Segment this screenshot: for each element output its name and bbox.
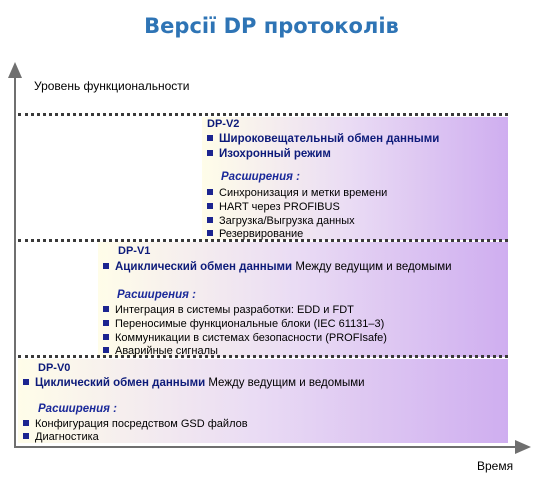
x-axis-arrow xyxy=(515,440,531,454)
bullet-icon xyxy=(207,230,213,236)
bullet-icon xyxy=(207,217,213,223)
bullet-icon xyxy=(103,306,109,312)
list-item: Резервирование xyxy=(207,228,303,241)
level-divider-dp-v0 xyxy=(18,355,508,358)
level-divider-dp-v2 xyxy=(18,113,508,116)
list-item: Широковещательный обмен данными xyxy=(207,132,439,146)
bullet-icon xyxy=(103,263,109,269)
level-band-dp-v2 xyxy=(202,117,508,240)
bullet-icon xyxy=(103,320,109,326)
level-band-dp-v1 xyxy=(98,242,508,357)
level-name-dp-v1: DP-V1 xyxy=(118,245,151,257)
extensions-heading: Расширения : xyxy=(38,403,117,415)
list-item: Изохронный режим xyxy=(207,147,331,161)
list-item: Синхронизация и метки времени xyxy=(207,187,387,200)
list-item: Циклический обмен данными Между ведущим … xyxy=(23,376,365,390)
bullet-icon xyxy=(23,379,29,385)
level-name-dp-v0: DP-V0 xyxy=(38,362,71,374)
level-band-dp-v0 xyxy=(18,359,508,443)
page-title: Версії DP протоколів xyxy=(144,14,399,38)
y-axis-arrow xyxy=(8,62,22,78)
list-item: Ациклический обмен данными Между ведущим… xyxy=(103,260,452,274)
list-item: HART через PROFIBUS xyxy=(207,201,340,214)
list-item: Конфигурация посредством GSD файлов xyxy=(23,418,248,431)
list-item: Переносимые функциональные блоки (IEC 61… xyxy=(103,318,384,331)
bullet-icon xyxy=(103,347,109,353)
bullet-icon xyxy=(207,189,213,195)
x-axis-label: Время xyxy=(477,459,514,473)
list-item: Аварийные сигналы xyxy=(103,345,218,358)
y-axis-label: Уровень функциональности xyxy=(34,79,190,93)
list-item: Коммуникации в системах безопасности (PR… xyxy=(103,332,387,345)
level-divider-dp-v1 xyxy=(18,239,508,242)
list-item: Загрузка/Выгрузка данных xyxy=(207,215,355,228)
list-item: Интеграция в системы разработки: EDD и F… xyxy=(103,304,354,317)
bullet-icon xyxy=(207,203,213,209)
list-item: Диагностика xyxy=(23,431,99,444)
level-name-dp-v2: DP-V2 xyxy=(207,118,240,130)
bullet-icon xyxy=(23,433,29,439)
bullet-icon xyxy=(207,135,213,141)
extensions-heading: Расширения : xyxy=(221,171,300,183)
bullet-icon xyxy=(207,150,213,156)
extensions-heading: Расширения : xyxy=(117,289,196,301)
bullet-icon xyxy=(103,334,109,340)
bullet-icon xyxy=(23,420,29,426)
